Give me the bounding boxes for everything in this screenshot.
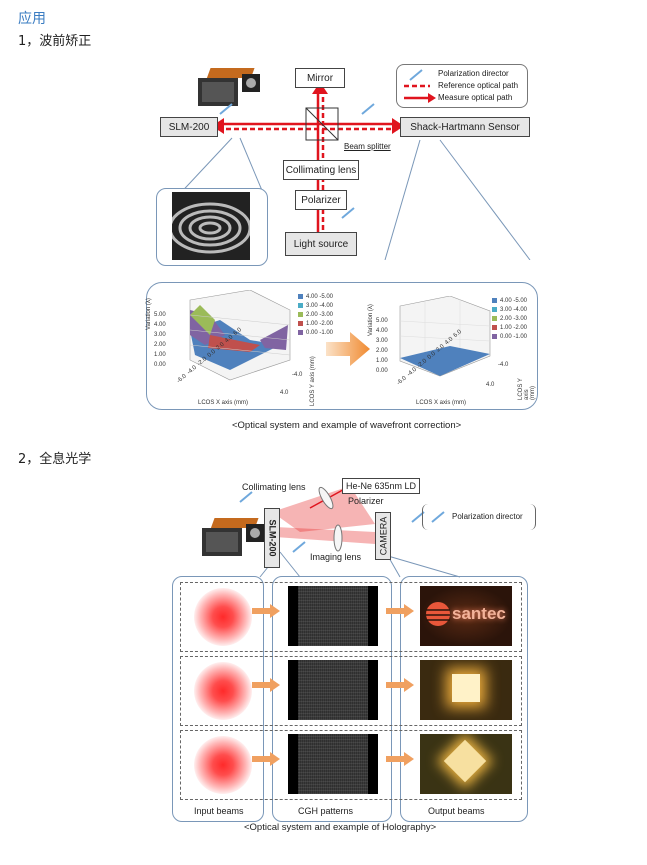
slm-device-image-2 — [202, 518, 264, 556]
interferogram-image — [172, 192, 250, 260]
camera-box: CAMERA — [375, 512, 391, 560]
result-row-3 — [180, 730, 522, 800]
plot-right-ylabel: LCOS Y axis (mm) — [518, 378, 536, 400]
legend-item: 3.00 -4.00 — [500, 306, 528, 313]
plot-left-surface — [189, 290, 291, 381]
column-label-input: Input beams — [194, 806, 244, 816]
slm-vertical-box: SLM-200 — [264, 508, 280, 568]
mirror-box: Mirror — [295, 68, 345, 88]
result-row-1 — [180, 582, 522, 652]
ytick: 4.00 — [376, 328, 388, 334]
legend-measure: Measure optical path — [438, 93, 513, 102]
legend-reference: Reference optical path — [438, 81, 519, 90]
ytick: 2.00 — [154, 342, 166, 348]
legend-item: 0.00 -1.00 — [306, 329, 334, 336]
collimating-lens-label: Collimating lens — [242, 482, 306, 492]
output-beam-square-image — [420, 660, 512, 720]
input-beam-image — [194, 662, 252, 720]
plots-panel — [146, 282, 538, 410]
legend-item: 1.00 -2.00 — [306, 320, 334, 327]
ytick: 3.00 — [376, 338, 388, 344]
legend-item: 4.00 -5.00 — [306, 293, 334, 300]
plot-left-legend: 4.00 -5.00 3.00 -4.00 2.00 -3.00 1.00 -2… — [298, 292, 333, 337]
arrow-right-icon — [252, 752, 280, 766]
camera-label: CAMERA — [378, 516, 389, 556]
plot-right-yticks: 5.00 4.00 3.00 2.00 1.00 0.00 — [376, 316, 388, 376]
santec-logo-text: santec — [452, 604, 506, 623]
heading-wavefront: 1，波前矫正 — [18, 34, 92, 49]
figure-wavefront: Polarization director Reference optical … — [140, 60, 540, 440]
plot-right-zlabel: Variation (λ) — [368, 304, 374, 336]
polarization-director-icon — [431, 511, 445, 523]
collimating-lens-box: Collimating lens — [283, 160, 359, 180]
arrow-right-icon — [386, 678, 414, 692]
heading-holography: 2，全息光学 — [18, 452, 92, 467]
light-source-box: Light source — [285, 232, 357, 256]
imaging-lens-label: Imaging lens — [310, 552, 362, 562]
shack-hartmann-box: Shack-Hartmann Sensor — [400, 117, 530, 137]
column-input — [172, 576, 264, 822]
cgh-pattern-image — [288, 660, 378, 720]
plot-right-legend: 4.00 -5.00 3.00 -4.00 2.00 -3.00 1.00 -2… — [492, 296, 527, 341]
polarization-legend-label: Polarization director — [452, 512, 523, 521]
output-beam-logo-image: santec — [420, 586, 512, 646]
input-beam-image — [194, 588, 252, 646]
column-label-output: Output beams — [428, 806, 485, 816]
ytick: 0.00 — [376, 368, 388, 374]
correction-arrow-icon — [326, 332, 370, 366]
polarizer-label: Polarizer — [348, 496, 384, 506]
legend-item: 4.00 -5.00 — [500, 297, 528, 304]
arrow-right-icon — [252, 604, 280, 618]
plot-left-ytick-side: -4.0 — [292, 372, 303, 378]
output-beam-diamond-image — [420, 734, 512, 794]
input-beam-image — [194, 736, 252, 794]
fig1-legend-box — [396, 64, 528, 108]
ytick: 1.00 — [154, 352, 166, 358]
ytick: 5.00 — [154, 312, 166, 318]
plot-left-yticks: 5.00 4.00 3.00 2.00 1.00 0.00 — [154, 310, 166, 370]
column-output — [400, 576, 528, 822]
plot-left-zlabel: Variation (λ) — [146, 298, 152, 330]
arrow-right-icon — [252, 678, 280, 692]
ytick: 0.00 — [154, 362, 166, 368]
beam-splitter-label: Beam splitter — [344, 142, 391, 151]
polarizer-box: Polarizer — [295, 190, 347, 210]
slm-vertical-label: SLM-200 — [267, 519, 278, 557]
cgh-pattern-image — [288, 734, 378, 794]
fig2-caption: <Optical system and example of Holograph… — [244, 822, 437, 833]
legend-item: 0.00 -1.00 — [500, 333, 528, 340]
section-title: 应用 — [18, 11, 46, 27]
plot-left-ytick-side: 4.0 — [280, 390, 289, 396]
slm-device-image — [198, 68, 260, 106]
arrow-right-icon — [386, 752, 414, 766]
plot-right-ytick-side: 4.0 — [486, 382, 495, 388]
plot-right-xlabel: LCOS X axis (mm) — [416, 400, 467, 406]
plot-left-ylabel: LCOS Y axis (mm) — [310, 356, 316, 406]
arrow-right-icon — [386, 604, 414, 618]
cgh-pattern-image — [288, 586, 378, 646]
legend-polarization: Polarization director — [438, 69, 509, 78]
result-row-2 — [180, 656, 522, 726]
polarization-legend-box — [422, 504, 536, 530]
figure-holography: Collimating lens He-Ne 635nm LD Polarize… — [160, 472, 540, 852]
column-label-cgh: CGH patterns — [298, 806, 354, 816]
ytick: 4.00 — [154, 322, 166, 328]
laser-box: He-Ne 635nm LD — [342, 478, 420, 494]
santec-logo-icon — [426, 602, 450, 626]
legend-item: 2.00 -3.00 — [500, 315, 528, 322]
ytick: 1.00 — [376, 358, 388, 364]
ytick: 5.00 — [376, 318, 388, 324]
column-cgh — [272, 576, 392, 822]
plot-right-ytick-side: -4.0 — [498, 362, 509, 368]
slm-box: SLM-200 — [160, 117, 218, 137]
legend-item: 1.00 -2.00 — [500, 324, 528, 331]
ytick: 2.00 — [376, 348, 388, 354]
plot-right-surface — [399, 296, 491, 377]
plot-left-xlabel: LCOS X axis (mm) — [198, 400, 249, 406]
legend-item: 2.00 -3.00 — [306, 311, 334, 318]
fig1-caption: <Optical system and example of wavefront… — [232, 420, 462, 431]
legend-item: 3.00 -4.00 — [306, 302, 334, 309]
ytick: 3.00 — [154, 332, 166, 338]
